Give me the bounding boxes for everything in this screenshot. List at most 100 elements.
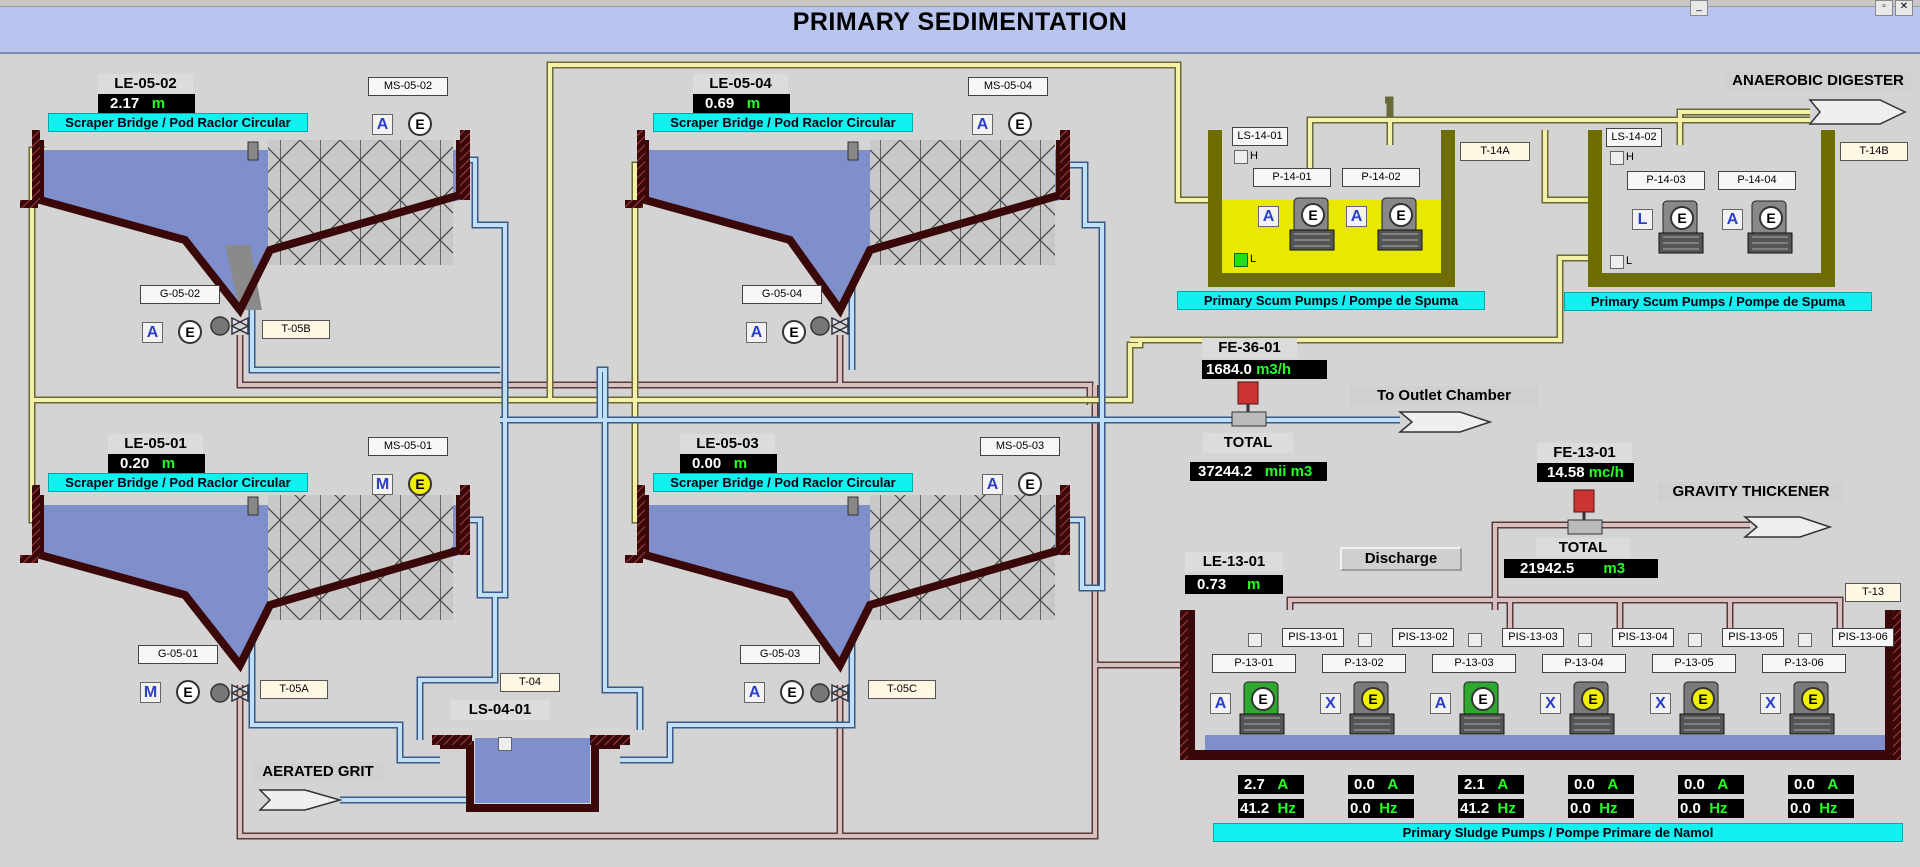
scum-pit-2-high-label: H <box>1626 151 1634 163</box>
gate-tag-g-05-02: G-05-02 <box>140 285 220 304</box>
p-14-04-mode-button[interactable]: A <box>1722 209 1743 230</box>
pump-p-14-02[interactable]: E <box>1372 196 1428 256</box>
g-05-01-mode-button[interactable]: M <box>140 682 161 703</box>
pump-mode-button[interactable]: A <box>1210 693 1231 714</box>
total-unit: m3 <box>1603 560 1626 577</box>
close-button[interactable]: ✕ <box>1895 0 1913 16</box>
pis-checkbox[interactable] <box>1798 633 1812 647</box>
scum-pit-2-high-level-indicator <box>1610 151 1624 165</box>
grit-arrow <box>258 789 343 811</box>
pis-checkbox[interactable] <box>1468 633 1482 647</box>
ms-05-02-state-indicator[interactable]: E <box>408 112 432 136</box>
minimize-button[interactable]: _ <box>1690 0 1708 16</box>
pump-mode-button[interactable]: A <box>1430 693 1451 714</box>
bridge-label-3: Scraper Bridge / Pod Raclor Circular <box>48 473 308 492</box>
tank-tag-t-14a: T-14A <box>1460 142 1530 161</box>
ms-tag-05-02: MS-05-02 <box>368 77 448 96</box>
ms-05-02-mode-button[interactable]: A <box>372 114 393 135</box>
g-05-03-mode-button[interactable]: A <box>744 682 765 703</box>
sludge-pump[interactable]: E <box>1344 680 1400 740</box>
pump-tag-p-14-01: P-14-01 <box>1253 168 1331 187</box>
p-14-04-state-indicator[interactable]: E <box>1759 206 1783 230</box>
pump-frequency-readout: 0.0 Hz <box>1568 799 1634 818</box>
digester-arrow <box>1808 99 1907 125</box>
sludge-pump[interactable]: E <box>1234 680 1290 740</box>
p-14-02-mode-button[interactable]: A <box>1346 206 1367 227</box>
grit-level-indicator <box>498 737 512 751</box>
pump-state-indicator[interactable]: E <box>1691 687 1715 711</box>
pump-frequency-unit: Hz <box>1709 800 1728 817</box>
pump-frequency-unit: Hz <box>1277 800 1296 817</box>
pump-state-indicator[interactable]: E <box>1801 687 1825 711</box>
sludge-pump[interactable]: E <box>1564 680 1620 740</box>
ls-tag-14-02: LS-14-02 <box>1606 128 1662 147</box>
pump-mode-button[interactable]: X <box>1650 693 1671 714</box>
scum-pit-1-low-level-indicator <box>1234 253 1248 267</box>
scum-pit-1-high-label: H <box>1250 150 1258 162</box>
g-05-01-state-indicator[interactable]: E <box>176 680 200 704</box>
g-05-04-mode-button[interactable]: A <box>746 322 767 343</box>
p-14-03-mode-button[interactable]: L <box>1632 209 1653 230</box>
pis-checkbox[interactable] <box>1248 633 1262 647</box>
flow-value: 1684.0 <box>1206 361 1252 378</box>
sludge-pump[interactable]: E <box>1674 680 1730 740</box>
pump-state-indicator[interactable]: E <box>1251 687 1275 711</box>
pump-current-readout: 2.1 A <box>1458 775 1524 794</box>
level-tag-le-05-04: LE-05-04 <box>693 74 788 94</box>
pis-checkbox[interactable] <box>1358 633 1372 647</box>
flow-readout-fe-13-01: 14.58 mc/h <box>1537 463 1634 482</box>
level-readout-le-05-03: 0.00 m <box>680 454 777 473</box>
flow-tag-fe-36-01: FE-36-01 <box>1202 338 1297 358</box>
pump-state-indicator[interactable]: E <box>1581 687 1605 711</box>
grit-level-switch-tag: LS-04-01 <box>450 700 550 720</box>
scum-pit-2-low-label: L <box>1626 255 1633 267</box>
pump-frequency-value: 0.0 <box>1350 800 1371 817</box>
pis-tag: PIS-13-04 <box>1612 628 1674 647</box>
valve-tag-t-05a: T-05A <box>260 680 328 699</box>
sludge-pump[interactable]: E <box>1454 680 1510 740</box>
ms-05-04-state-indicator[interactable]: E <box>1008 112 1032 136</box>
ms-05-03-mode-button[interactable]: A <box>982 474 1003 495</box>
pump-current-readout: 0.0 A <box>1348 775 1414 794</box>
valve-tag-t-05c: T-05C <box>868 680 936 699</box>
pump-frequency-value: 0.0 <box>1680 800 1701 817</box>
ms-05-04-mode-button[interactable]: A <box>972 114 993 135</box>
pump-p-14-04[interactable]: E <box>1742 199 1798 259</box>
ms-05-01-mode-button[interactable]: M <box>372 474 393 495</box>
ms-05-03-state-indicator[interactable]: E <box>1018 472 1042 496</box>
pump-frequency-unit: Hz <box>1819 800 1838 817</box>
ms-tag-05-01: MS-05-01 <box>368 437 448 456</box>
pump-mode-button[interactable]: X <box>1320 693 1341 714</box>
pis-checkbox[interactable] <box>1578 633 1592 647</box>
pump-p-14-03[interactable]: E <box>1653 199 1709 259</box>
p-14-01-state-indicator[interactable]: E <box>1301 203 1325 227</box>
pump-mode-button[interactable]: X <box>1540 693 1561 714</box>
pump-p-14-01[interactable]: E <box>1284 196 1340 256</box>
ms-tag-05-03: MS-05-03 <box>980 437 1060 456</box>
outlet-arrow <box>1397 411 1493 433</box>
flow-meter-fe-36-01 <box>1231 381 1267 427</box>
restore-button[interactable]: ▫ <box>1875 0 1893 16</box>
p-14-01-mode-button[interactable]: A <box>1258 206 1279 227</box>
p-14-03-state-indicator[interactable]: E <box>1670 206 1694 230</box>
bridge-label-4: Scraper Bridge / Pod Raclor Circular <box>653 473 913 492</box>
pump-state-indicator[interactable]: E <box>1361 687 1385 711</box>
discharge-button[interactable]: Discharge <box>1340 547 1462 571</box>
pis-tag: PIS-13-05 <box>1722 628 1784 647</box>
pump-current-value: 2.7 <box>1244 776 1265 793</box>
scum-pit-1-caption: Primary Scum Pumps / Pompe de Spuma <box>1177 291 1485 310</box>
pump-frequency-value: 0.0 <box>1790 800 1811 817</box>
pis-checkbox[interactable] <box>1688 633 1702 647</box>
pump-current-value: 0.0 <box>1684 776 1705 793</box>
g-05-03-state-indicator[interactable]: E <box>780 680 804 704</box>
g-05-02-state-indicator[interactable]: E <box>178 320 202 344</box>
pump-tag: P-13-03 <box>1432 654 1516 673</box>
pump-mode-button[interactable]: X <box>1760 693 1781 714</box>
ms-05-01-state-indicator[interactable]: E <box>408 472 432 496</box>
pump-state-indicator[interactable]: E <box>1471 687 1495 711</box>
g-05-04-state-indicator[interactable]: E <box>782 320 806 344</box>
sludge-pump[interactable]: E <box>1784 680 1840 740</box>
page-title: PRIMARY SEDIMENTATION <box>792 8 1128 36</box>
p-14-02-state-indicator[interactable]: E <box>1389 203 1413 227</box>
g-05-02-mode-button[interactable]: A <box>142 322 163 343</box>
